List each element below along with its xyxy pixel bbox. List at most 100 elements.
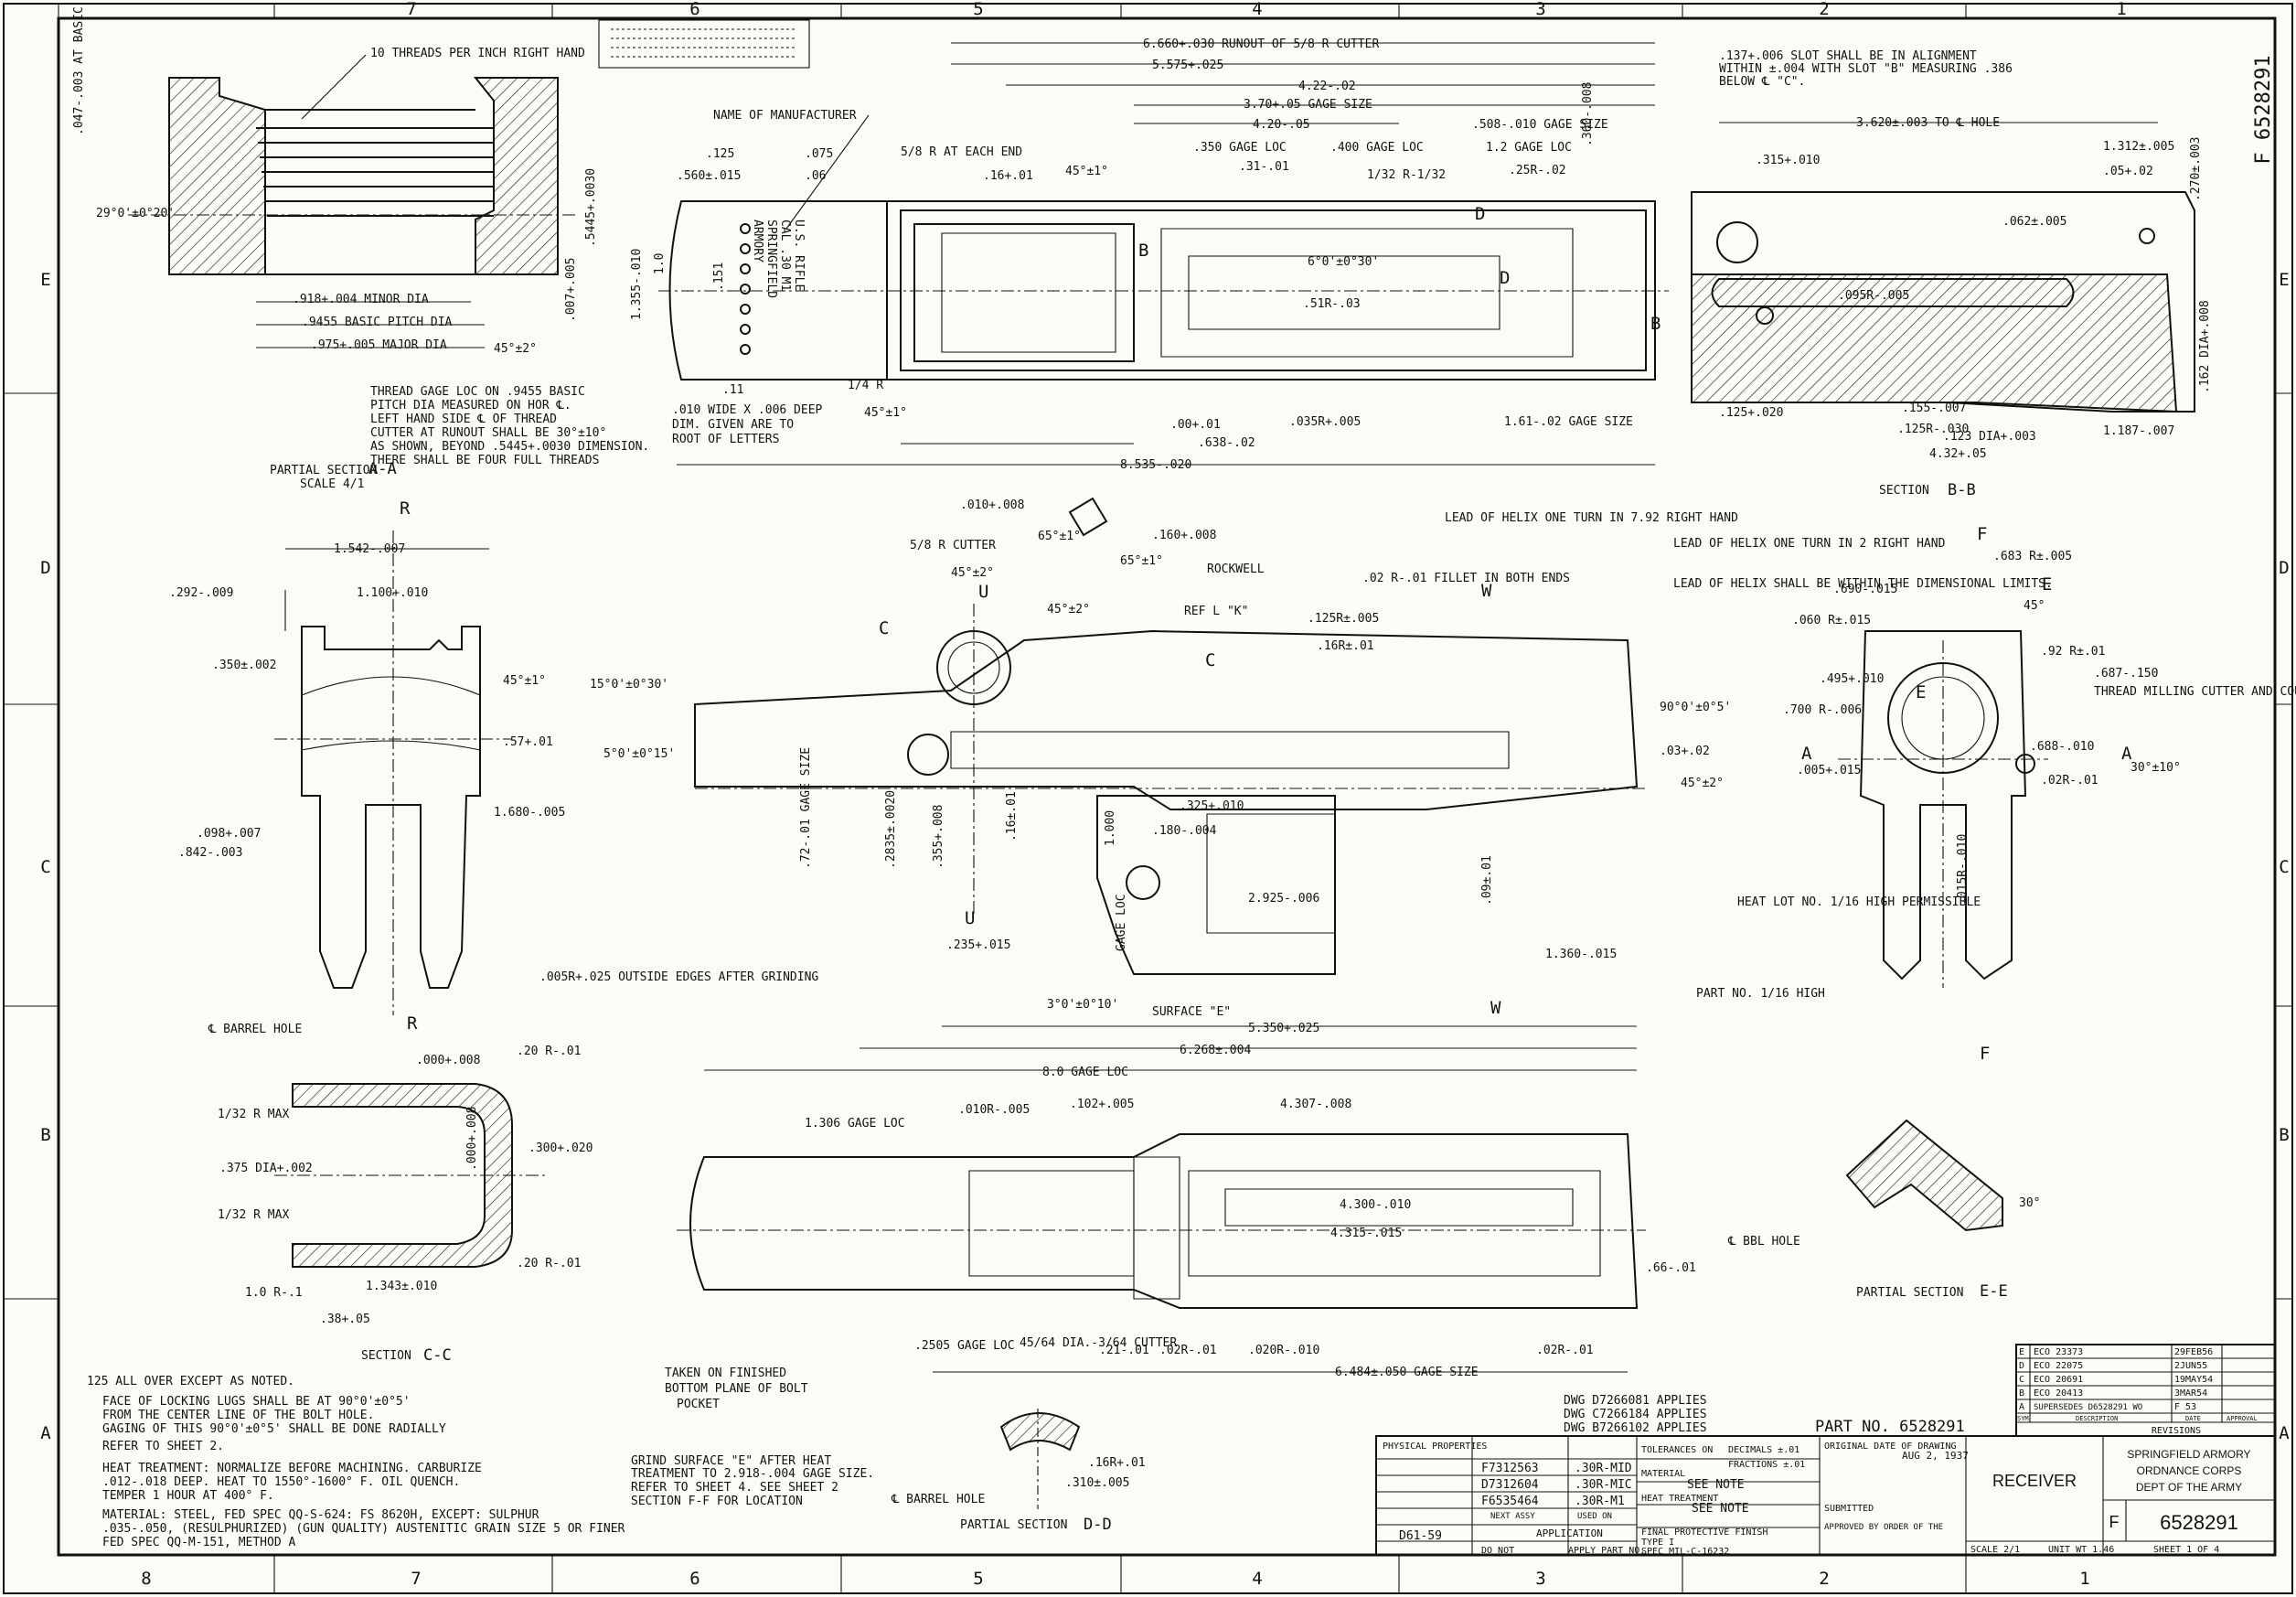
dim: .035R+.005 bbox=[1289, 415, 1361, 429]
drawing-border bbox=[3, 3, 2293, 1594]
dim: .16R±.01 bbox=[1317, 639, 1374, 653]
dim: 1.0 bbox=[653, 253, 667, 274]
angle: 30° bbox=[2019, 1196, 2040, 1210]
note-line: 125 ALL OVER EXCEPT AS NOTED. bbox=[87, 1375, 294, 1388]
callout: 10 THREADS PER INCH RIGHT HAND bbox=[370, 47, 585, 60]
callout: 29°0'±0°20' bbox=[96, 207, 175, 220]
mid-notes: GRIND SURFACE "E" AFTER HEAT TREATMENT T… bbox=[631, 1454, 874, 1508]
dim: .355+.008 bbox=[932, 805, 945, 869]
top-view-dims: 6.660+.030 RUNOUT OF 5/8 R CUTTER 5.575+… bbox=[630, 38, 1655, 472]
dim: ℄ BBL HOLE bbox=[1727, 1235, 1800, 1249]
note-line: FED SPEC QQ-M-151, METHOD A bbox=[102, 1536, 295, 1549]
dim: 45/64 DIA.-3/64 CUTTER bbox=[1020, 1336, 1177, 1350]
barrel-label: ℄ BARREL HOLE bbox=[891, 1493, 985, 1506]
dim: .03+.02 bbox=[1660, 745, 1710, 758]
row-label: B bbox=[2279, 1125, 2289, 1145]
dim: 2.925-.006 bbox=[1248, 892, 1319, 906]
dim: 6.660+.030 RUNOUT OF 5/8 R CUTTER bbox=[1143, 38, 1379, 51]
note-line: REFER TO SHEET 4. SEE SHEET 2 bbox=[631, 1481, 838, 1495]
note-line: HEAT TREATMENT: NORMALIZE BEFORE MACHINI… bbox=[102, 1462, 482, 1475]
org-line: ORDNANCE CORPS bbox=[2137, 1464, 2242, 1477]
dim: .92 R±.01 bbox=[2041, 645, 2105, 659]
dim: .06 bbox=[805, 169, 826, 183]
section-scale: SCALE 4/1 bbox=[300, 477, 364, 491]
dim: 3°0'±0°10' bbox=[1047, 998, 1118, 1012]
rev-date: 3MAR54 bbox=[2174, 1388, 2207, 1399]
cut-letter: E bbox=[1916, 682, 1926, 702]
code: D61-59 bbox=[1399, 1529, 1442, 1543]
dim: LEAD OF HELIX ONE TURN IN 7.92 RIGHT HAN… bbox=[1445, 511, 1738, 525]
section-rr-dims: 1.542-.007 .292-.009 1.100+.010 .350±.00… bbox=[169, 542, 818, 1036]
dim: 1/4 R bbox=[848, 379, 883, 392]
dim: 1.312±.005 bbox=[2103, 140, 2174, 154]
callout: .047-.003 AT BASIC PITCH DIA bbox=[72, 0, 86, 135]
note-line: GRIND SURFACE "E" AFTER HEAT bbox=[631, 1454, 831, 1468]
dim: .38+.05 bbox=[320, 1313, 370, 1326]
next-assy: NEXT ASSY bbox=[1490, 1512, 1535, 1521]
note-line: REFER TO SHEET 2. bbox=[102, 1440, 224, 1453]
dim: .270±.003 bbox=[2189, 137, 2203, 201]
section-letter: A-A bbox=[368, 460, 397, 478]
bolt-note: TAKEN ON FINISHED bbox=[665, 1367, 786, 1380]
section-dd-view bbox=[677, 1133, 1646, 1309]
side-view bbox=[694, 497, 1646, 975]
dwg-line: DWG C7266184 APPLIES bbox=[1564, 1408, 1707, 1421]
dim: 65°±1° bbox=[1120, 554, 1163, 568]
ref-dwg: F7312563 bbox=[1481, 1462, 1539, 1475]
ref-dwg: D7312604 bbox=[1481, 1478, 1539, 1492]
dim: 15°0'±0°30' bbox=[590, 678, 668, 691]
note-line: .012-.018 DEEP. HEAT TO 1550°-1600° F. O… bbox=[102, 1475, 460, 1489]
dim: .180-.004 bbox=[1152, 824, 1217, 838]
section-title: SECTION bbox=[361, 1349, 411, 1363]
dim: 45°±2° bbox=[1047, 603, 1090, 616]
section-dd-dims: 1.306 GAGE LOC .010R-.005 .102+.005 4.30… bbox=[665, 1098, 1800, 1534]
dim: .495+.010 bbox=[1820, 672, 1884, 686]
rev-header: DESCRIPTION bbox=[2076, 1415, 2118, 1422]
bolt-note: BOTTOM PLANE OF BOLT bbox=[665, 1382, 808, 1396]
dim: .300+.020 bbox=[529, 1141, 593, 1155]
section-letter: D-D bbox=[1084, 1516, 1112, 1534]
section-aa-callouts: 10 THREADS PER INCH RIGHT HAND .047-.003… bbox=[72, 0, 598, 356]
dim: LEAD OF HELIX ONE TURN IN 2 RIGHT HAND bbox=[1673, 537, 1946, 551]
cut-letter: R bbox=[407, 1013, 418, 1034]
dim: .000+.008 bbox=[465, 1107, 479, 1171]
ref-used: .30R-MIC bbox=[1575, 1478, 1632, 1492]
dim: 1.680-.005 bbox=[494, 806, 565, 820]
section-title: PARTIAL SECTION bbox=[270, 464, 377, 477]
dim: 4.315-.015 bbox=[1330, 1227, 1402, 1240]
dim: .09±.01 bbox=[1480, 855, 1494, 906]
cut-letter: A bbox=[2121, 744, 2132, 764]
note-line: MATERIAL: STEEL, FED SPEC QQ-S-624: FS 8… bbox=[102, 1508, 539, 1522]
dwg-applies: DWG D7266081 APPLIES DWG C7266184 APPLIE… bbox=[1564, 1394, 1965, 1436]
note-line: TEMPER 1 HOUR AT 400° F. bbox=[102, 1489, 274, 1503]
note-line: FROM THE CENTER LINE OF THE BOLT HOLE. bbox=[102, 1409, 374, 1422]
col-label: 2 bbox=[1819, 0, 1829, 19]
dim: 1.343±.010 bbox=[366, 1280, 437, 1293]
dwg-line: DWG B7266102 APPLIES bbox=[1564, 1421, 1707, 1435]
rev-desc: ECO 20691 bbox=[2034, 1375, 2083, 1385]
dwg-line: DWG D7266081 APPLIES bbox=[1564, 1394, 1707, 1408]
dim: 45°±1° bbox=[864, 406, 907, 420]
section-title: PARTIAL SECTION bbox=[1856, 1286, 1963, 1300]
section-letter: B-B bbox=[1948, 481, 1976, 499]
dim: .005+.015 bbox=[1797, 764, 1861, 777]
unit-wt: UNIT WT 1.46 bbox=[2048, 1545, 2114, 1555]
rev-header: APPROVAL bbox=[2227, 1415, 2258, 1422]
cut-letter: D bbox=[1475, 204, 1485, 224]
finish-spec: SPEC MIL-C-16232 bbox=[1641, 1547, 1729, 1557]
section-aa-view bbox=[128, 77, 576, 275]
side-view-dims: 5/8 R CUTTER .010+.008 65°±1° 65°±1° .16… bbox=[590, 498, 2053, 1079]
manufacturer-label: NAME OF MANUFACTURER bbox=[713, 109, 857, 123]
dim: 1.542-.007 bbox=[334, 542, 405, 556]
dim: 1.355-.010 bbox=[630, 249, 644, 320]
dim: .155-.007 bbox=[1902, 402, 1966, 415]
dim: .20 R-.01 bbox=[517, 1045, 581, 1058]
dim: 6°0'±0°30' bbox=[1308, 255, 1379, 269]
dim: 1/32 R MAX bbox=[218, 1208, 289, 1222]
dim: .400 GAGE LOC bbox=[1330, 141, 1424, 155]
col-label: 5 bbox=[973, 1569, 983, 1589]
heat-value: SEE NOTE bbox=[1692, 1502, 1749, 1516]
dim: .11 bbox=[722, 383, 743, 397]
section-title: PARTIAL SECTION bbox=[960, 1518, 1067, 1532]
revisions-block: E ECO 23373 29FEB56 D ECO 22075 2JUN55 C… bbox=[2015, 1344, 2276, 1437]
